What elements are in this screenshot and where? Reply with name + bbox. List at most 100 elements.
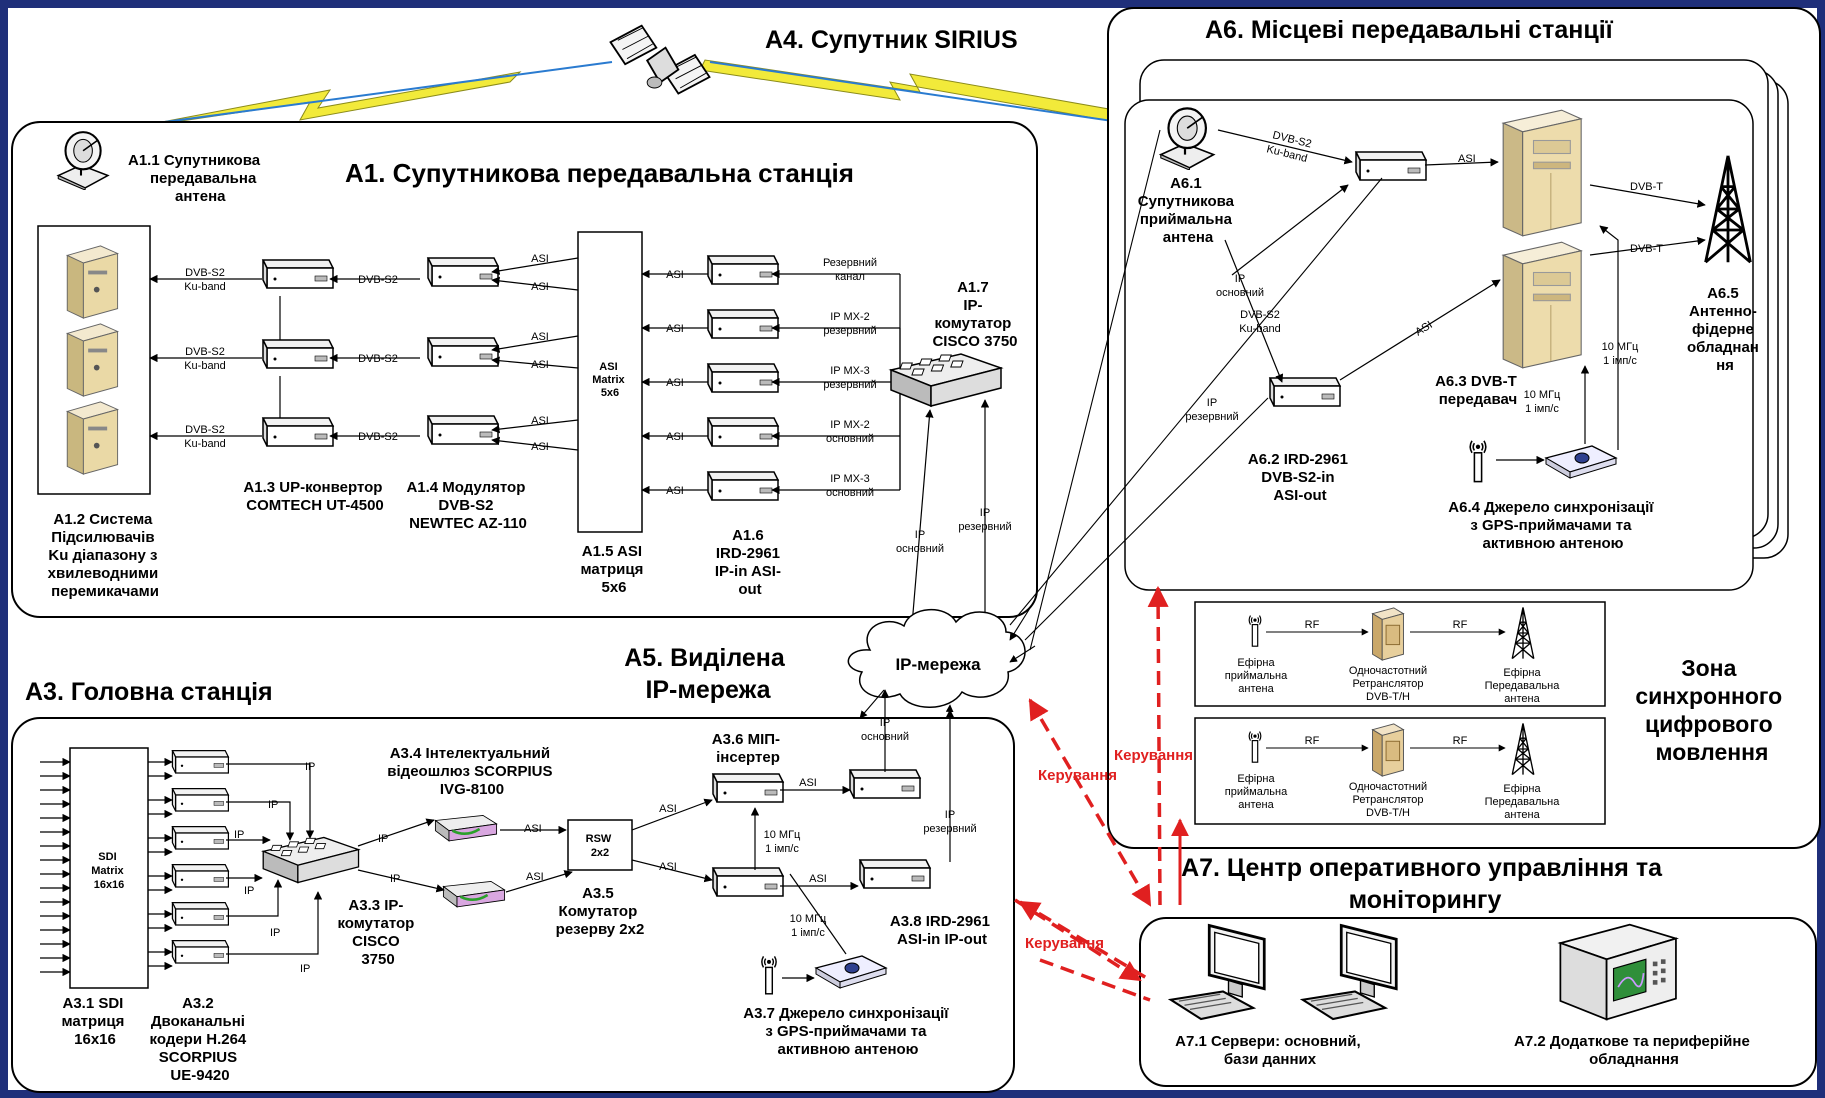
a3-coders-label: A3.2 Двоканальні кодери H.264 SCORPIUS U… bbox=[150, 995, 251, 1084]
link-label: IP bbox=[915, 529, 925, 541]
link-label: IP bbox=[1207, 397, 1217, 409]
encoder-device bbox=[171, 825, 230, 850]
modulator-device bbox=[427, 257, 499, 287]
link-label: ASI bbox=[659, 803, 677, 815]
a1-upconv-label: A1.3 UP-конвертор COMTECH UT-4500 bbox=[243, 479, 386, 514]
a6-title: A6. Місцеві передавальні станції bbox=[1205, 16, 1614, 44]
ird-device bbox=[1269, 377, 1341, 407]
a6-sync-label: A6.4 Джерело синхронізації з GPS-приймач… bbox=[1448, 499, 1657, 552]
svg-text:IP MX-2: IP MX-2 bbox=[830, 419, 870, 431]
a1-amps-label: A1.2 Система Підсилювачів Ku діапазону з… bbox=[48, 511, 163, 600]
encoder-device bbox=[171, 749, 230, 774]
link-label: DVB-S2 bbox=[185, 346, 225, 358]
control-label: Керування bbox=[1025, 935, 1104, 952]
svg-text:основний: основний bbox=[826, 433, 874, 445]
link-label: основний bbox=[1216, 287, 1264, 299]
control-links bbox=[1014, 585, 1169, 1002]
encoder-device bbox=[171, 787, 230, 812]
a3-rsw-label: A3.5 Комутатор резерву 2x2 bbox=[556, 885, 645, 938]
amplifier-icon bbox=[66, 323, 119, 397]
satellite-icon bbox=[609, 24, 711, 95]
link-label: IP bbox=[980, 507, 990, 519]
link-label: ASI bbox=[809, 873, 827, 885]
link-label: IP bbox=[880, 717, 890, 729]
link-label: DVB-T bbox=[1630, 181, 1663, 193]
svg-text:RF: RF bbox=[1305, 619, 1320, 631]
link-label: Ku-band bbox=[184, 281, 226, 293]
control-label: Керування bbox=[1038, 767, 1117, 784]
a3-panel bbox=[11, 717, 1015, 1093]
link-label: DVB-S2 bbox=[185, 267, 225, 279]
encoder-device bbox=[171, 939, 230, 964]
a3-switch-label: A3.3 IP- комутатор CISCO 3750 bbox=[337, 897, 418, 968]
link-label: ASI bbox=[666, 431, 684, 443]
a3-mip-label: A3.6 МІП- інсертер bbox=[712, 731, 784, 766]
asi-matrix-box bbox=[577, 231, 643, 533]
a7-servers-label: A7.1 Сервери: основний, бази данних bbox=[1175, 1033, 1365, 1068]
a3-gateway-label: A3.4 Інтелектуальний відеошлюз SCORPIUS … bbox=[387, 745, 556, 798]
sdi-matrix-box bbox=[69, 747, 149, 989]
link-label: ASI bbox=[531, 359, 549, 371]
a1-dvbs2-links bbox=[149, 274, 420, 441]
a1-ird-label: A1.6 IRD-2961 IP-in ASI- out bbox=[715, 527, 785, 598]
link-label: основний bbox=[861, 731, 909, 743]
link-label: ASI bbox=[666, 485, 684, 497]
link-label: ASI bbox=[666, 377, 684, 389]
a6-ird-label: A6.2 IRD-2961 DVB-S2-in ASI-out bbox=[1248, 451, 1352, 504]
link-label: 10 МГц bbox=[1602, 341, 1639, 353]
a3-ird-label: A3.8 IRD-2961 ASI-in IP-out bbox=[890, 913, 994, 948]
link-label: IP bbox=[1235, 273, 1245, 285]
link-label: IP bbox=[305, 761, 315, 773]
amplifier-icon bbox=[66, 245, 119, 319]
cloud-label: IP-мережа bbox=[895, 655, 981, 674]
link-label: ASI bbox=[531, 281, 549, 293]
link-label: DVB-S2 bbox=[358, 274, 398, 286]
link-label: DVB-S2 bbox=[185, 424, 225, 436]
ird-device bbox=[707, 471, 779, 501]
a6-stacked-panels bbox=[1107, 7, 1821, 849]
link-label: ASI bbox=[531, 331, 549, 343]
link-label: 1 імп/с bbox=[765, 843, 799, 855]
encoder-device bbox=[171, 901, 230, 926]
upconverter-device bbox=[262, 417, 334, 447]
upconverter-device bbox=[262, 339, 334, 369]
svg-text:IP MX-3: IP MX-3 bbox=[830, 473, 870, 485]
upconverter-device bbox=[262, 259, 334, 289]
a3-title: A3. Головна станція bbox=[25, 678, 273, 706]
link-label: IP bbox=[270, 927, 280, 939]
modulator-device bbox=[427, 337, 499, 367]
link-label: ASI bbox=[526, 871, 544, 883]
link-label: резервний bbox=[958, 521, 1011, 533]
ird-device bbox=[707, 309, 779, 339]
link-label: DVB-T bbox=[1630, 243, 1663, 255]
svg-text:резервний: резервний bbox=[823, 379, 876, 391]
link-label: основний bbox=[896, 543, 944, 555]
a1-asi-matrix-label: A1.5 ASI матриця 5x6 bbox=[580, 543, 647, 596]
link-label: IP bbox=[945, 809, 955, 821]
link-label: IP bbox=[390, 873, 400, 885]
a3-sync-label: A3.7 Джерело синхронізації з GPS-приймач… bbox=[743, 1005, 952, 1058]
svg-text:RF: RF bbox=[1453, 619, 1468, 631]
a7-title: A7. Центр оперативного управління та мон… bbox=[1181, 854, 1669, 914]
link-label: ASI bbox=[666, 269, 684, 281]
dvbt-transmitter-icon bbox=[1502, 109, 1582, 237]
encoder-device bbox=[171, 863, 230, 888]
svg-text:основний: основний bbox=[826, 487, 874, 499]
a6-afu-label: A6.5 Антенно- фідерне обладнан ня bbox=[1687, 285, 1763, 374]
dvbt-transmitter-icon bbox=[1502, 241, 1582, 369]
link-label: Ku-band bbox=[184, 438, 226, 450]
link-label: IP bbox=[378, 833, 388, 845]
link-label: ASI bbox=[799, 777, 817, 789]
svg-text:RF: RF bbox=[1453, 735, 1468, 747]
link-label: DVB-S2 bbox=[358, 353, 398, 365]
link-label: ASI bbox=[531, 253, 549, 265]
link-label: Ku-band bbox=[1239, 323, 1281, 335]
a4-title: A4. Супутник SIRIUS bbox=[765, 26, 1018, 54]
a6-antenna-label: A6.1 Супутникова приймальна антена bbox=[1138, 175, 1238, 246]
a7-periph-label: A7.2 Додаткове та периферійне обладнання bbox=[1514, 1033, 1754, 1068]
zone-label: Зона синхронного цифрового мовлення bbox=[1635, 655, 1788, 765]
link-label: 1 імп/с bbox=[791, 927, 825, 939]
